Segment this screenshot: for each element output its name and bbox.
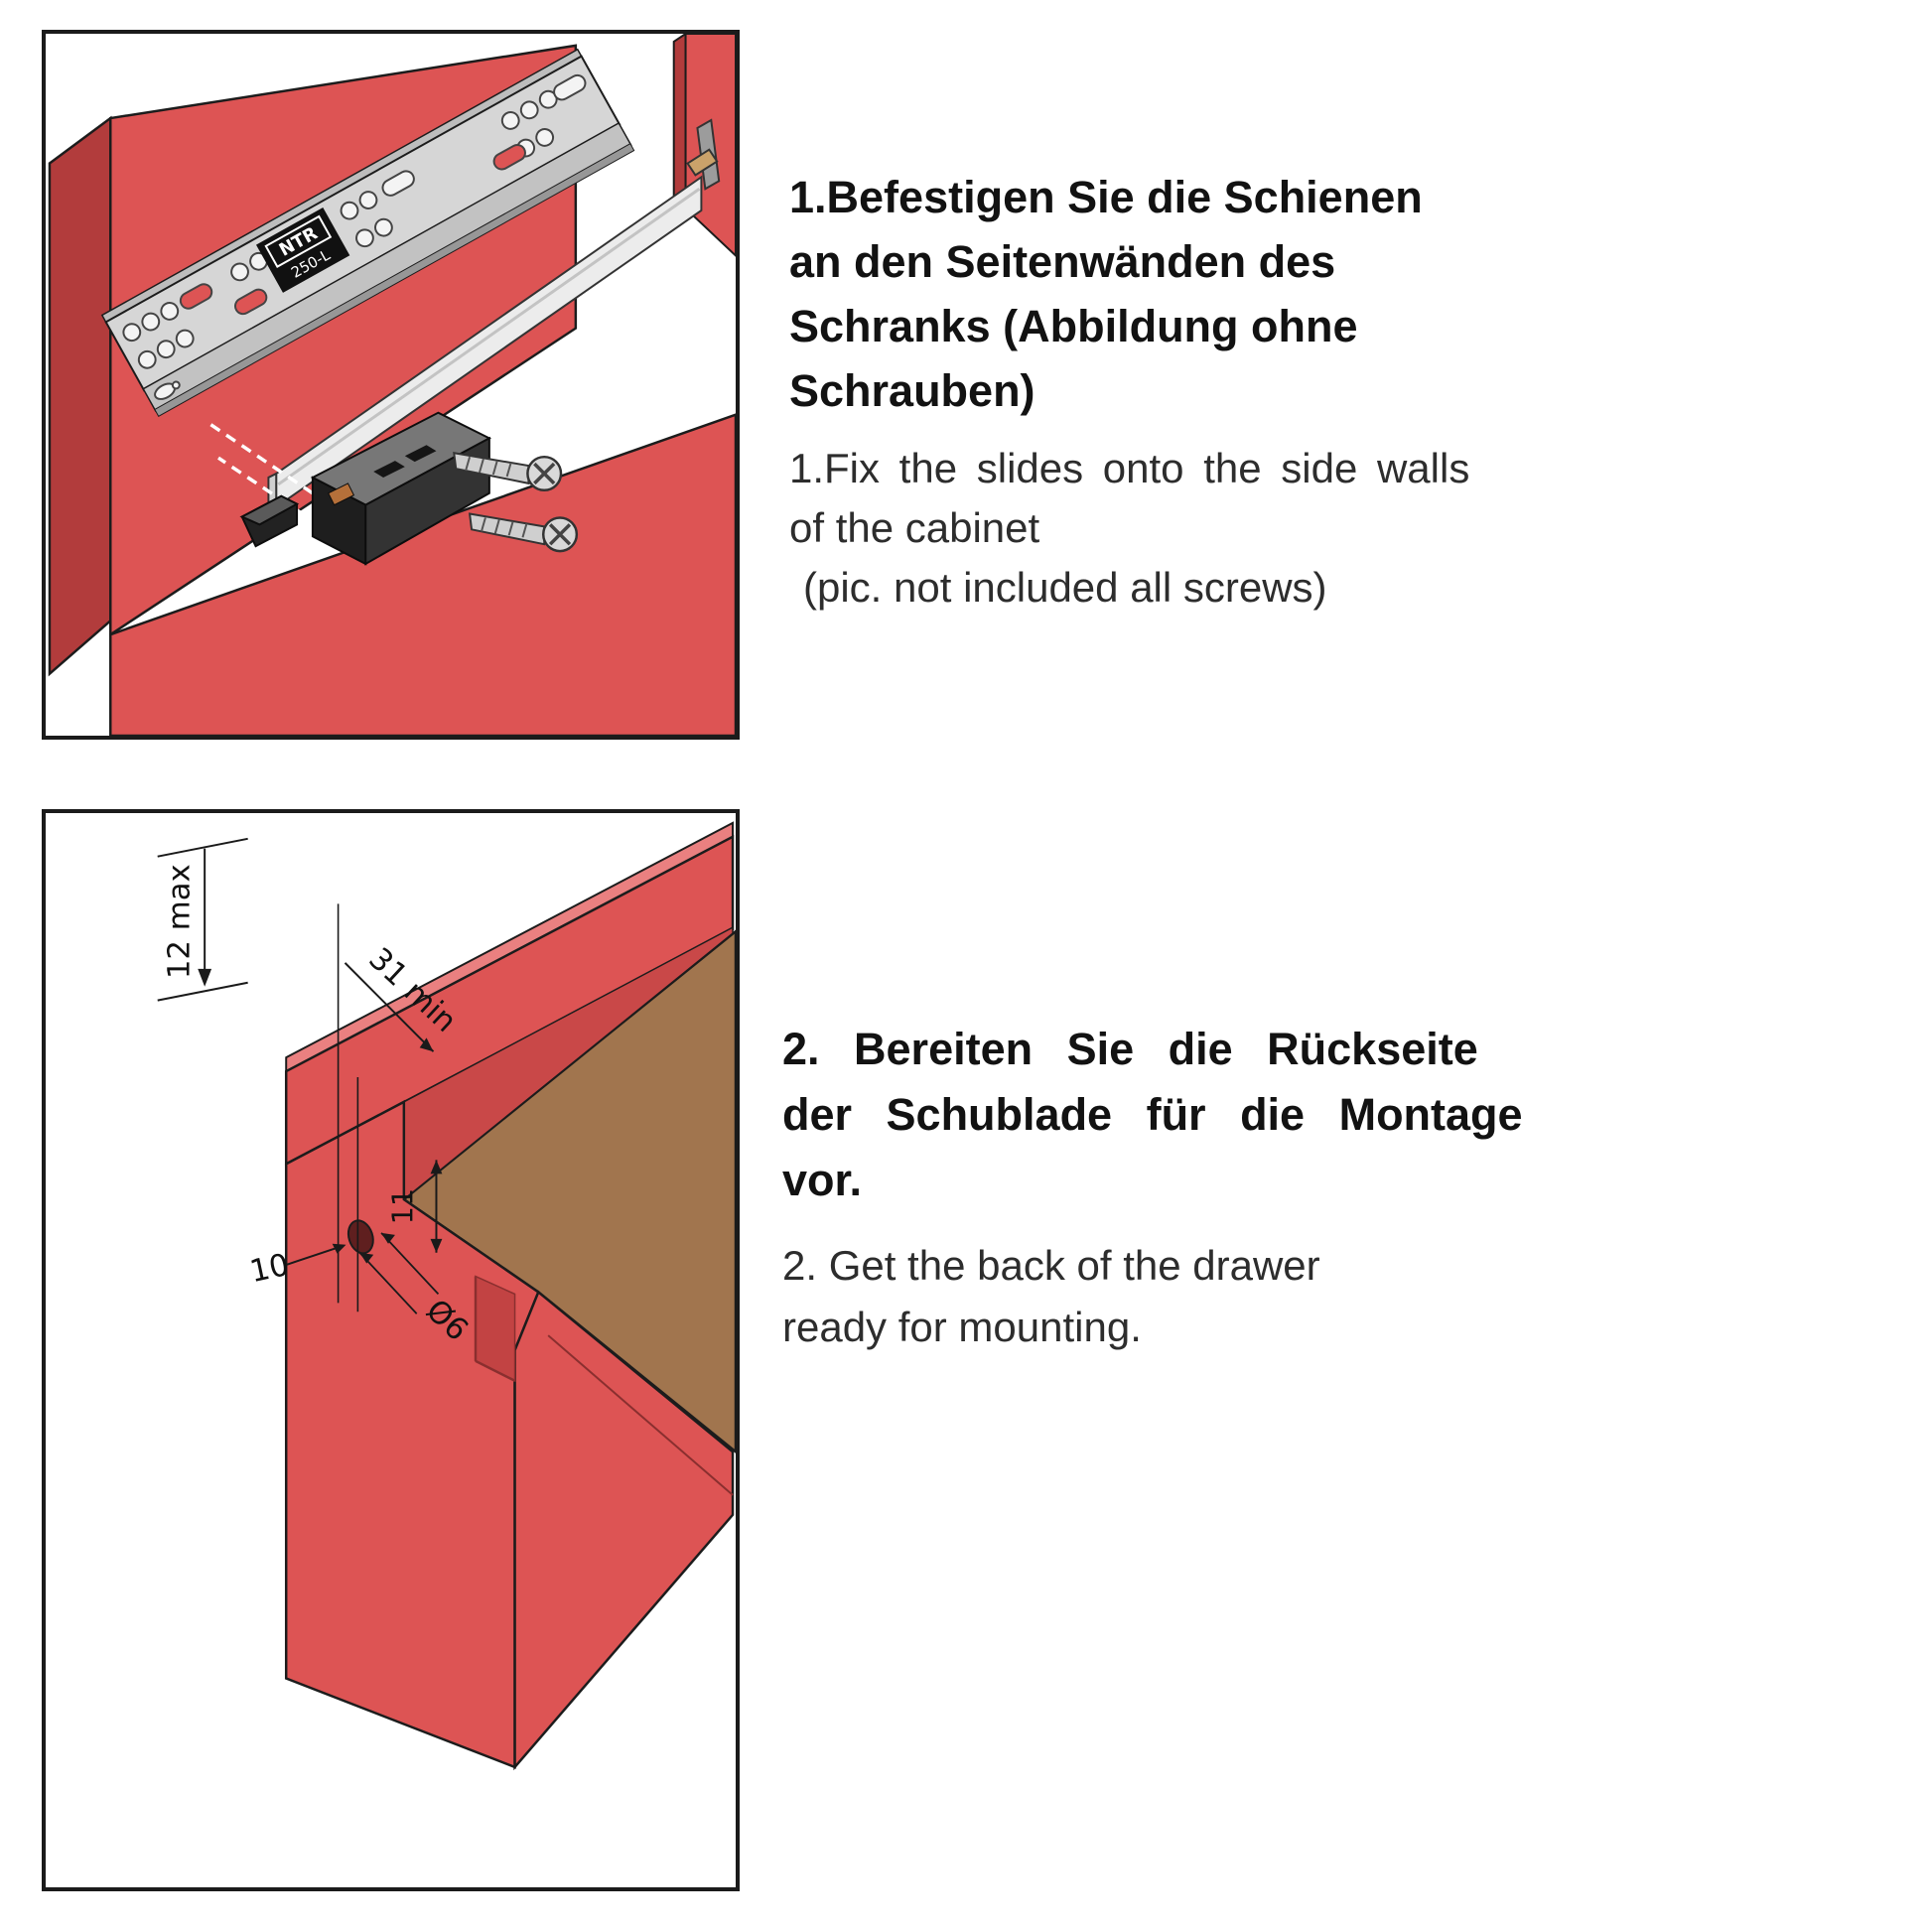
dim-12max-label: 12 max xyxy=(162,864,197,979)
mounting-hole xyxy=(346,1219,374,1255)
step2-heading-de: 2. Bereiten Sie die Rückseite der Schubl… xyxy=(782,1017,1562,1213)
rail-holes xyxy=(122,73,587,400)
step1-illustration-frame: NTR 250-L xyxy=(42,30,740,740)
dim-10: 10 xyxy=(247,1243,346,1290)
step2-heading-line: 2. Bereiten Sie die Rückseite xyxy=(782,1024,1478,1074)
drawer-back-panel xyxy=(284,821,735,1769)
drawer-back-dimensions-diagram: 12 max 31 min 11 10 xyxy=(157,821,736,1771)
step1-body-line: (pic. not included all screws) xyxy=(803,564,1327,611)
mounting-step-notch xyxy=(474,1275,516,1382)
runner-hook-latch xyxy=(686,148,719,177)
alignment-dashed-lines xyxy=(209,423,320,526)
step1-body-en: 1.Fix the slides onto the side walls of … xyxy=(789,439,1559,618)
step1-heading-line: Schrauben) xyxy=(789,365,1035,416)
step1-heading-line: an den Seitenwänden des xyxy=(789,236,1336,287)
step2-body-line: 2. Get the back of the drawer xyxy=(782,1242,1320,1289)
step2-heading-line: vor. xyxy=(782,1155,863,1205)
step1-heading-de: 1.Befestigen Sie die Schienen an den Sei… xyxy=(789,165,1559,423)
dim-11: 11 xyxy=(386,1160,443,1253)
step2-body-en: 2. Get the back of the drawer ready for … xyxy=(782,1235,1562,1358)
slide-mounting-diagram: NTR 250-L xyxy=(48,34,736,736)
step1-heading-line: 1.Befestigen Sie die Schienen xyxy=(789,172,1423,222)
drawer-side-panel xyxy=(513,1290,735,1771)
step1-body-line: 1.Fix the slides onto the side walls xyxy=(789,445,1470,491)
step2-text: 2. Bereiten Sie die Rückseite der Schubl… xyxy=(782,1017,1562,1358)
step1-text: 1.Befestigen Sie die Schienen an den Sei… xyxy=(789,165,1559,618)
step2-body-line: ready for mounting. xyxy=(782,1304,1142,1350)
drawer-runner xyxy=(267,118,721,513)
dim-11-label: 11 xyxy=(386,1188,420,1225)
step1-body-line: of the cabinet xyxy=(789,504,1040,551)
step1-heading-line: Schranks (Abbildung ohne xyxy=(789,301,1358,351)
step2-illustration-frame: 12 max 31 min 11 10 xyxy=(42,809,740,1891)
dim-12max: 12 max xyxy=(157,837,248,1002)
step2-heading-line: der Schublade für die Montage xyxy=(782,1089,1523,1140)
cabinet-bottom-panel xyxy=(109,413,736,736)
dim-10-label: 10 xyxy=(247,1248,292,1290)
drawer-slide-rail: NTR 250-L xyxy=(100,48,635,417)
